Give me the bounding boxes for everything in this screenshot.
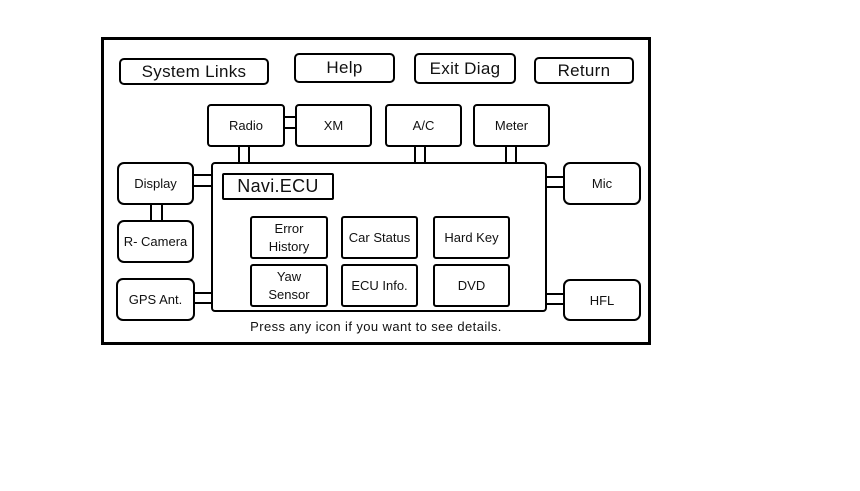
node-hfl[interactable]: HFL bbox=[563, 279, 641, 321]
connector-meter-ecu bbox=[505, 144, 517, 164]
connector-ac-ecu bbox=[414, 144, 426, 164]
connector-display-rcamera bbox=[150, 202, 163, 221]
connector-radio-ecu bbox=[238, 144, 250, 164]
icon-yaw-sensor[interactable]: Yaw Sensor bbox=[250, 264, 328, 307]
page-title: System Links bbox=[119, 58, 269, 85]
connector-gps-ecu bbox=[192, 292, 214, 304]
node-display[interactable]: Display bbox=[117, 162, 194, 205]
icon-hard-key[interactable]: Hard Key bbox=[433, 216, 510, 259]
node-mic[interactable]: Mic bbox=[563, 162, 641, 205]
icon-error-history[interactable]: Error History bbox=[250, 216, 328, 259]
icon-car-status[interactable]: Car Status bbox=[341, 216, 418, 259]
node-xm[interactable]: XM bbox=[295, 104, 372, 147]
system-links-panel: System Links Help Exit Diag Return Radio… bbox=[101, 37, 651, 345]
node-ac[interactable]: A/C bbox=[385, 104, 462, 147]
icon-ecu-info[interactable]: ECU Info. bbox=[341, 264, 418, 307]
navi-ecu-box: Navi.ECU Error History Car Status Hard K… bbox=[211, 162, 547, 312]
connector-radio-xm bbox=[282, 116, 296, 129]
exit-diag-button[interactable]: Exit Diag bbox=[414, 53, 516, 84]
node-radio[interactable]: Radio bbox=[207, 104, 285, 147]
help-button[interactable]: Help bbox=[294, 53, 395, 83]
node-gps-ant[interactable]: GPS Ant. bbox=[116, 278, 195, 321]
return-button[interactable]: Return bbox=[534, 57, 634, 84]
connector-mic-ecu bbox=[544, 176, 566, 188]
node-meter[interactable]: Meter bbox=[473, 104, 550, 147]
footer-instruction: Press any icon if you want to see detail… bbox=[250, 319, 502, 334]
connector-hfl-ecu bbox=[544, 293, 566, 305]
icon-dvd[interactable]: DVD bbox=[433, 264, 510, 307]
node-r-camera[interactable]: R- Camera bbox=[117, 220, 194, 263]
navi-ecu-label[interactable]: Navi.ECU bbox=[222, 173, 334, 200]
connector-display-ecu bbox=[190, 174, 214, 187]
